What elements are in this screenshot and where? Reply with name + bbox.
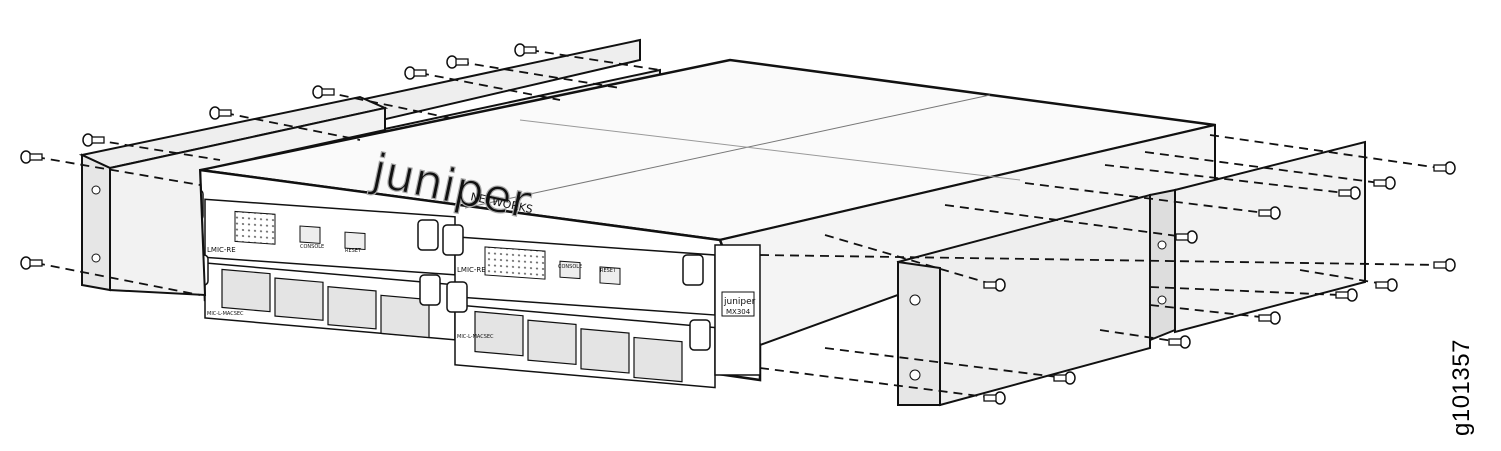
right-port-block: MIC-L-MACSEC	[454, 303, 716, 389]
left-card-console: CONSOLE	[300, 244, 324, 250]
front-logo: juniper	[723, 297, 756, 307]
right-port-strip: MIC-L-MACSEC	[457, 334, 494, 340]
alignment-lines	[35, 49, 1441, 399]
right-card-console: CONSOLE	[558, 264, 582, 270]
model-label: MX304	[726, 308, 751, 316]
left-card-reset: RESET	[345, 248, 362, 254]
left-card-name: LMIC-RE	[207, 246, 236, 254]
left-port-strip: MIC-L-MACSEC	[207, 311, 244, 317]
left-port-block: MIC-L-MACSEC	[204, 262, 456, 341]
right-card: LMIC-RE CONSOLE RESET	[454, 236, 716, 316]
right-card-name: LMIC-RE	[457, 266, 486, 274]
right-card-reset: RESET	[600, 268, 617, 274]
figure-id: g101357	[1448, 339, 1475, 436]
front-right-panel: juniper MX304	[714, 244, 761, 376]
left-mounting-bracket	[78, 95, 389, 297]
left-card: LMIC-RE CONSOLE RESET	[204, 198, 456, 276]
